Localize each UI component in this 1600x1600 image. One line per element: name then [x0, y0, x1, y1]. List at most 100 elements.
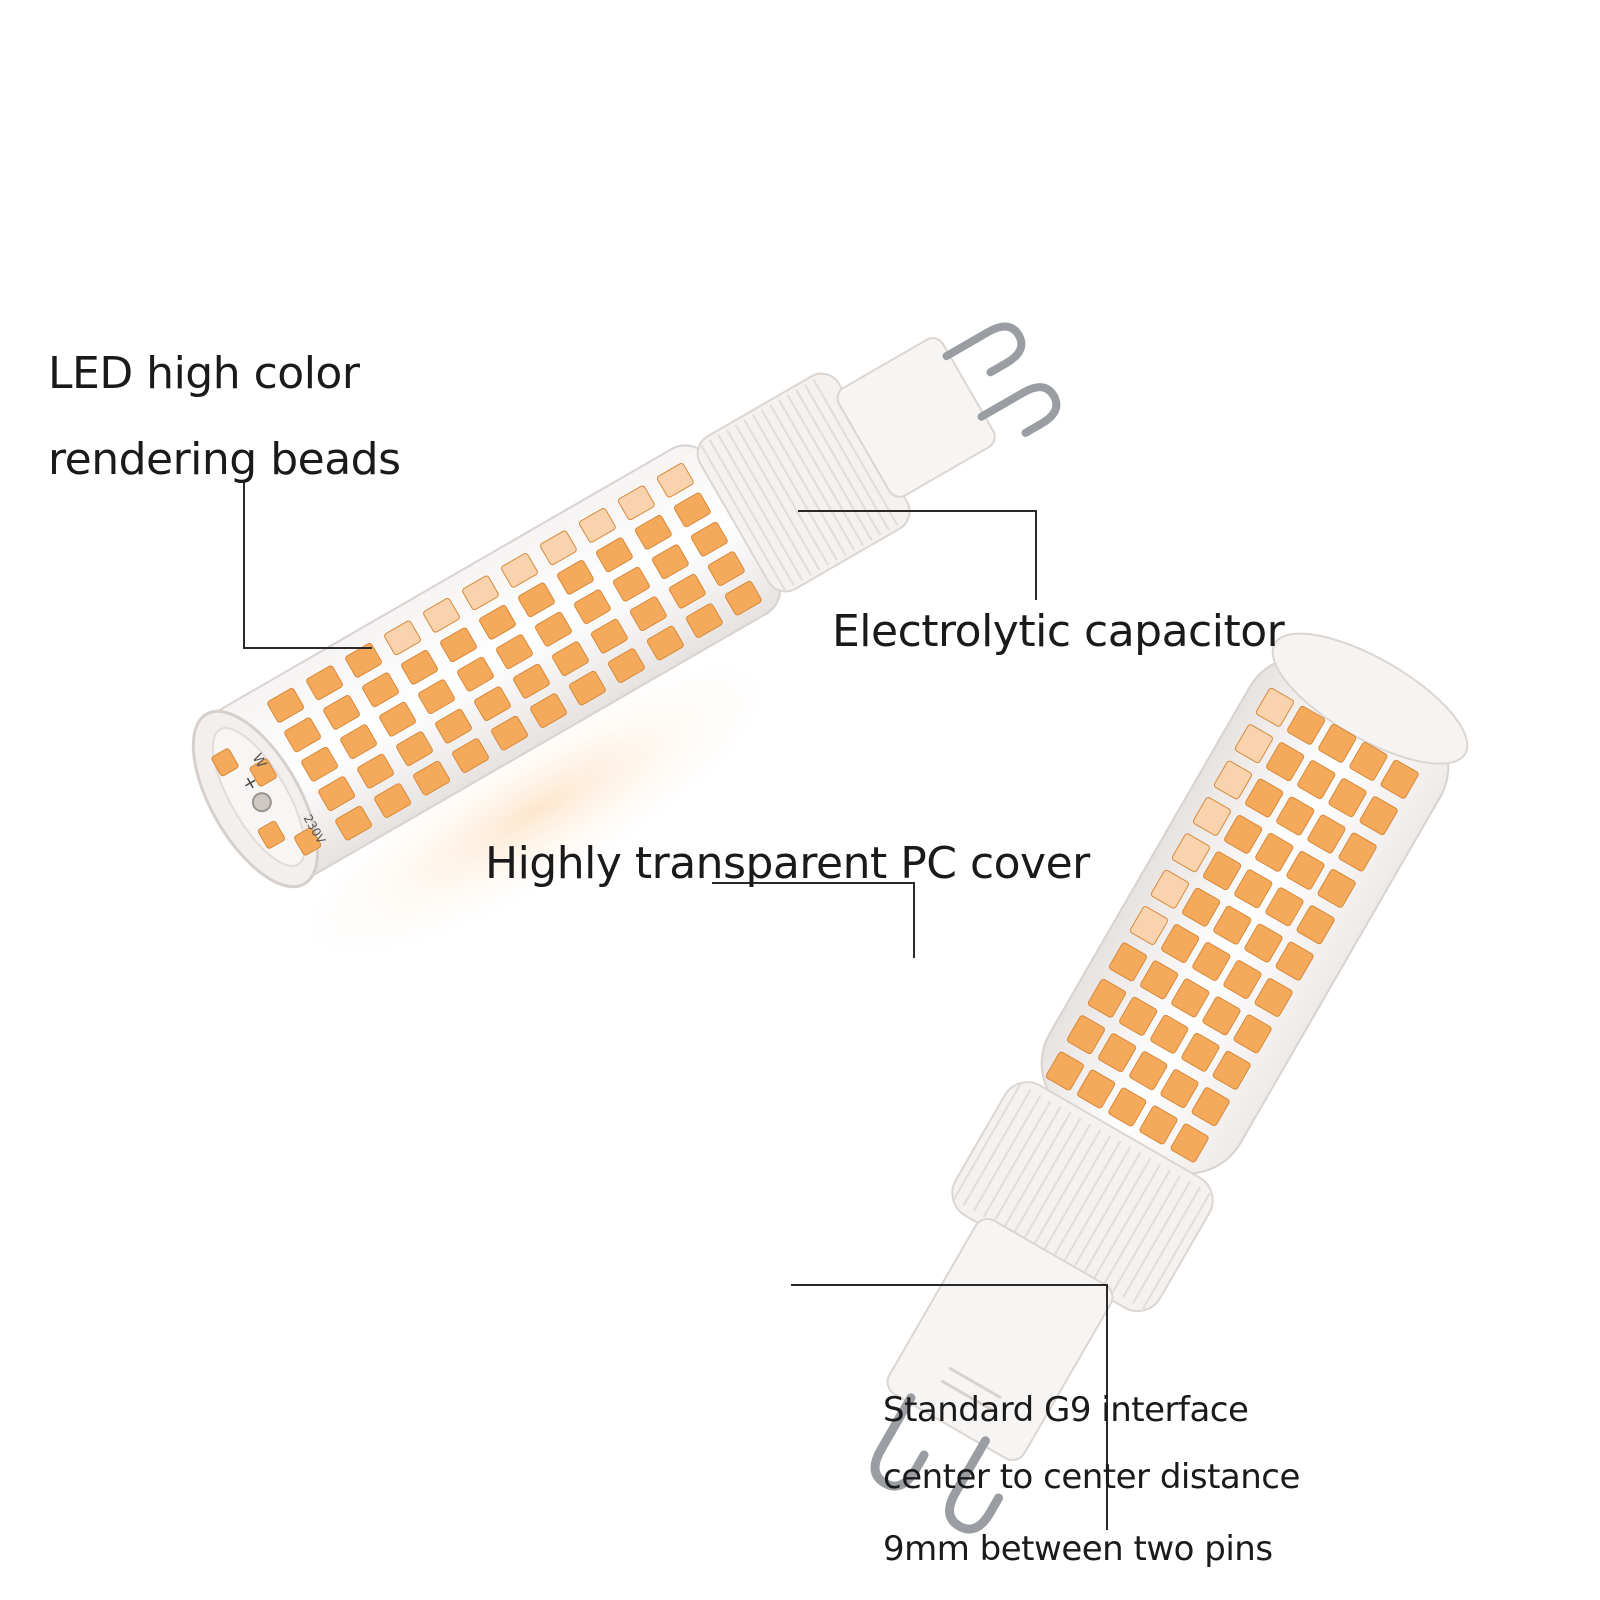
led-bead	[1150, 1014, 1189, 1054]
led-bead	[501, 553, 538, 588]
led-bead	[552, 641, 589, 676]
led-bead	[1108, 1087, 1147, 1127]
led-bead	[1213, 905, 1252, 945]
led-bead	[535, 611, 572, 647]
led-bead	[462, 575, 499, 611]
label-pc-cover: Highly transparent PC cover	[485, 838, 1090, 889]
led-bead	[1181, 1032, 1220, 1072]
led-bead	[1296, 905, 1335, 945]
led-bead	[1066, 1015, 1105, 1055]
led-bead	[1255, 833, 1294, 872]
g9-pins-left	[942, 322, 1061, 437]
led-bead	[301, 746, 339, 782]
led-bead	[401, 649, 438, 685]
led-bead	[651, 544, 689, 580]
label-capacitor: Electrolytic capacitor	[832, 606, 1285, 657]
led-bead	[384, 620, 421, 656]
led-bead	[413, 760, 450, 796]
led-bead	[345, 643, 382, 678]
led-bead	[513, 663, 550, 699]
end-cap-left: W + 230V	[191, 709, 329, 889]
led-bead	[1275, 941, 1314, 981]
led-bead	[1161, 924, 1200, 963]
led-bead	[1244, 923, 1283, 963]
led-bead	[1129, 1051, 1168, 1091]
led-bead	[1212, 1050, 1251, 1090]
led-bead	[612, 566, 650, 602]
led-bead	[1234, 724, 1273, 764]
end-cap-led-bead	[294, 827, 322, 856]
led-bead	[457, 656, 494, 692]
led-bead	[1286, 851, 1325, 890]
led-bead	[668, 573, 706, 609]
led-bead	[440, 627, 477, 663]
led-bead	[1265, 887, 1304, 927]
led-bead	[690, 521, 728, 557]
led-bead	[1287, 705, 1326, 745]
led-bead	[1129, 906, 1168, 945]
led-bead	[617, 485, 655, 521]
led-bead	[1150, 869, 1189, 909]
led-bead	[578, 508, 616, 543]
end-cap-center-screw	[251, 792, 272, 813]
led-bead	[1307, 814, 1346, 854]
led-bead	[340, 724, 377, 760]
led-bead	[1139, 1105, 1178, 1145]
led-bead	[362, 672, 399, 708]
led-bead	[1318, 723, 1357, 763]
led-bead	[629, 596, 667, 631]
led-bead	[1191, 1087, 1230, 1127]
led-bead	[1254, 978, 1293, 1017]
led-bead	[284, 717, 322, 753]
led-bead	[357, 753, 394, 789]
led-bead	[1338, 832, 1377, 872]
ceramic-base-right	[886, 1081, 1214, 1461]
led-bead	[1255, 687, 1294, 727]
leader-g9	[791, 1284, 1108, 1530]
led-bead	[1297, 760, 1336, 800]
led-bead	[335, 805, 373, 841]
led-bead	[474, 686, 511, 721]
led-bead	[267, 688, 305, 723]
led-bead	[1380, 759, 1419, 799]
leader-pc-cover	[712, 882, 915, 958]
led-bead	[1108, 942, 1147, 982]
led-bead	[306, 665, 343, 701]
label-g9-line1: Standard G9 interface	[883, 1390, 1249, 1430]
led-bead	[1170, 1123, 1209, 1163]
led-bead	[595, 537, 633, 573]
led-bead	[1266, 742, 1305, 782]
led-bead	[685, 603, 723, 638]
led-bead	[724, 580, 762, 616]
label-led-beads-line1: LED high color	[48, 348, 360, 399]
led-bead	[1223, 960, 1262, 999]
led-bead	[1359, 796, 1398, 836]
led-bead	[518, 582, 555, 618]
led-bead	[1276, 796, 1315, 836]
led-bead	[530, 693, 567, 728]
leader-capacitor	[798, 510, 1037, 600]
floor-glow	[282, 649, 791, 971]
label-g9-line2: center to center distance	[883, 1457, 1300, 1497]
led-bead	[540, 530, 577, 566]
led-bead	[318, 776, 356, 811]
led-bead	[1140, 960, 1179, 1000]
end-cap-led-bead	[257, 820, 285, 849]
led-bead-grid-right	[1045, 687, 1419, 1163]
led-bead-grid-left	[267, 463, 762, 841]
g9-led-bulb-right	[870, 632, 1469, 1534]
g9-led-bulb-left: W + 230V	[191, 322, 1061, 971]
led-bead	[1171, 833, 1210, 873]
led-bead	[423, 598, 460, 633]
led-bead	[1045, 1051, 1084, 1091]
led-bead	[435, 708, 472, 744]
led-bead	[1233, 1014, 1272, 1054]
led-bead	[374, 783, 411, 818]
led-bead	[1171, 978, 1210, 1018]
led-bead	[634, 514, 672, 550]
led-bead	[396, 731, 433, 766]
ceramic-base-left	[696, 337, 996, 593]
led-bead	[1234, 869, 1273, 909]
led-bead	[1224, 815, 1263, 854]
